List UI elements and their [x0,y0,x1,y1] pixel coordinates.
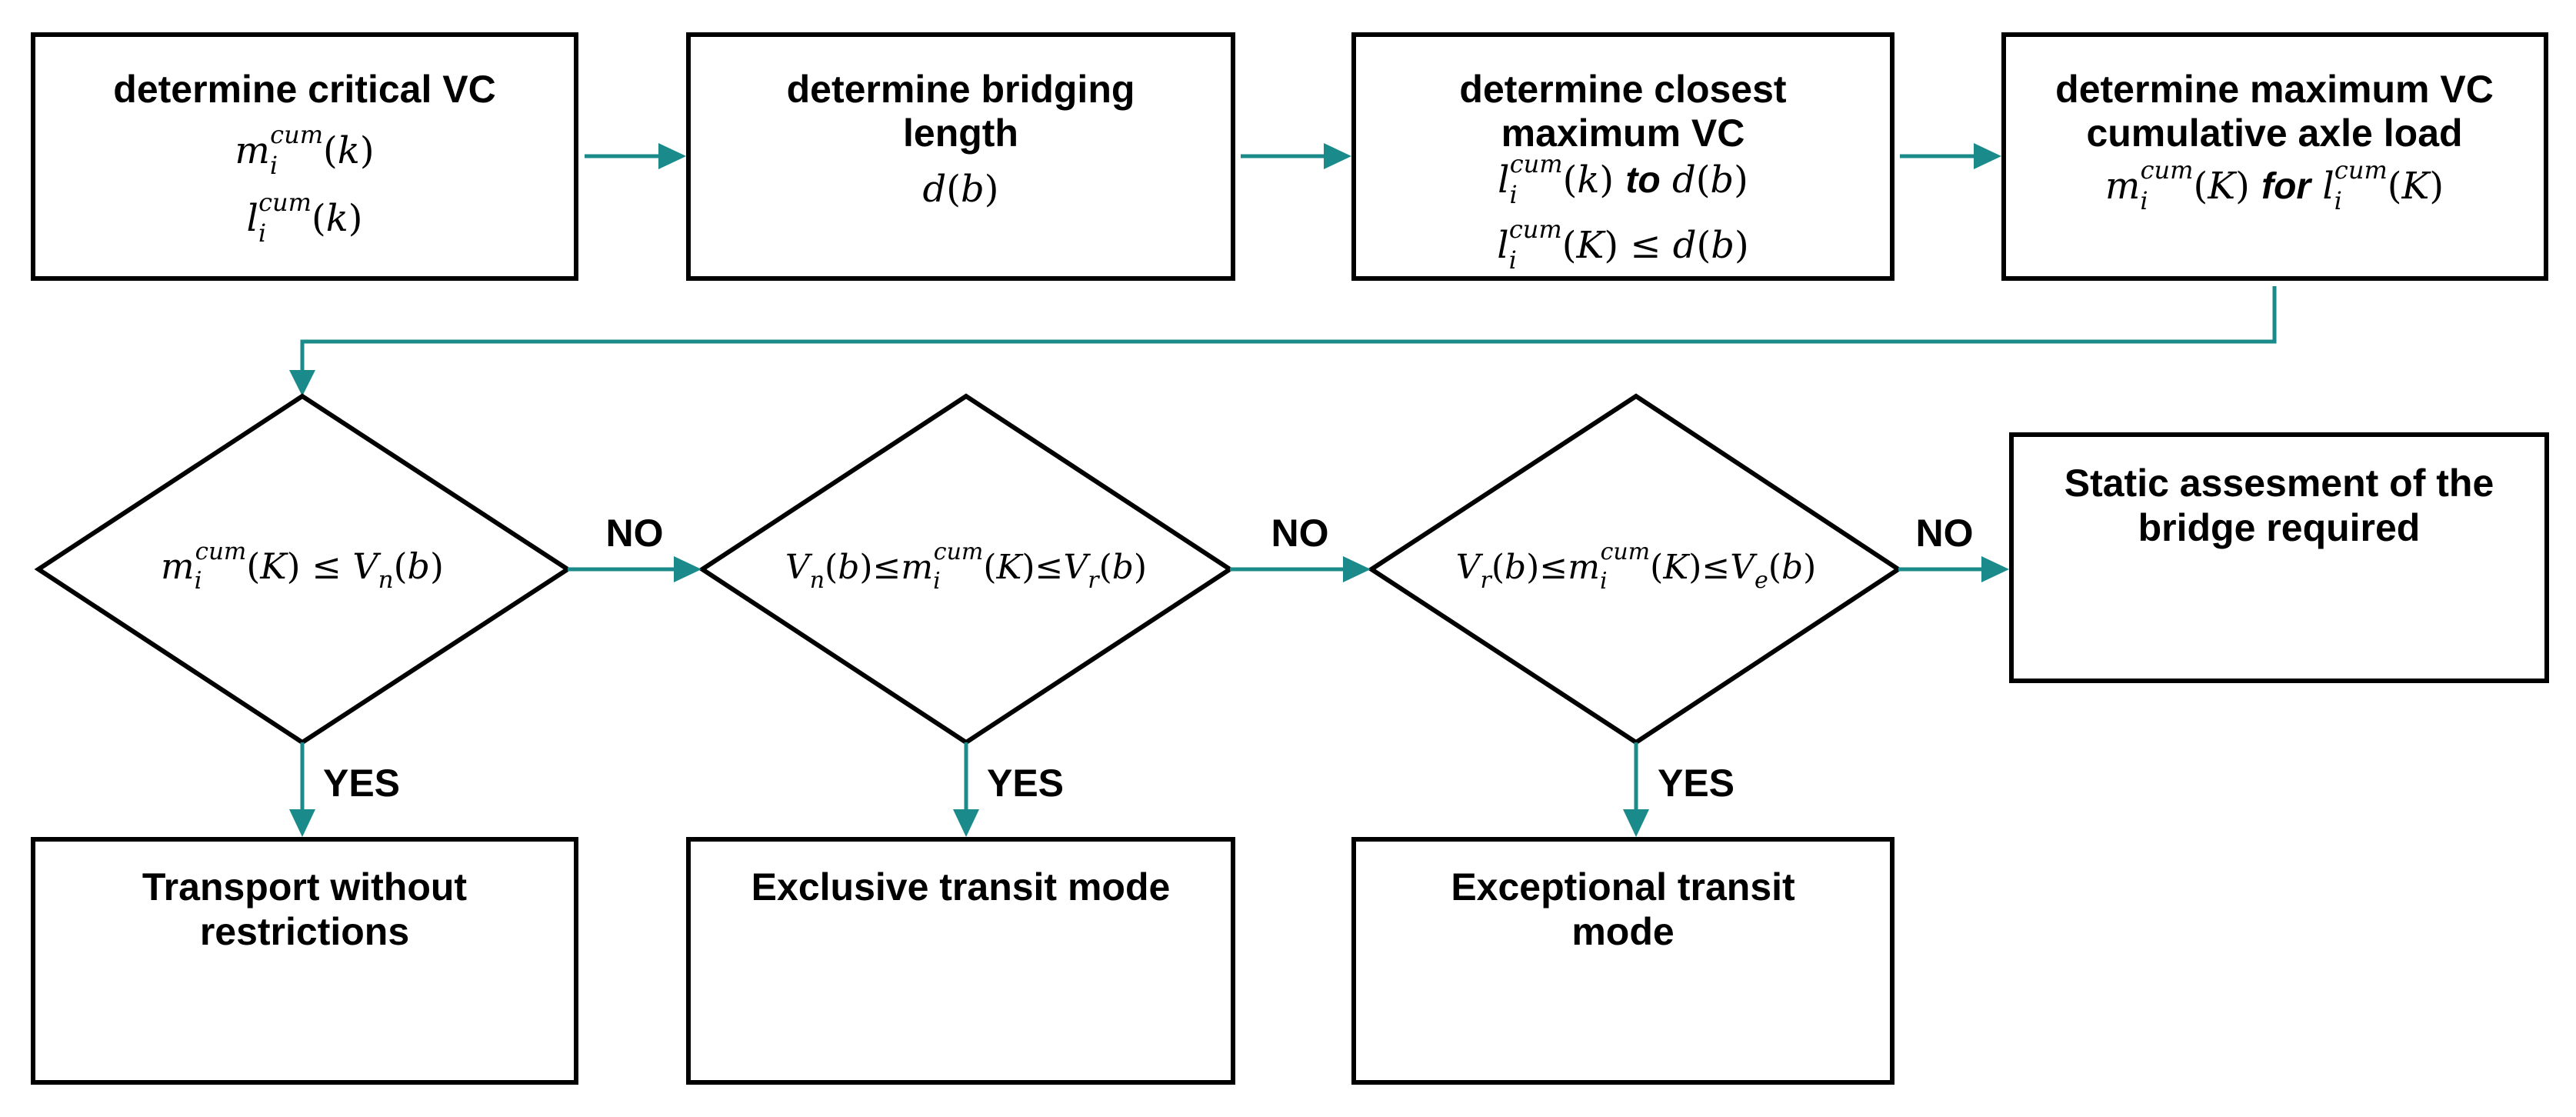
arrow-step2-to-step3 [1241,143,1351,169]
arrow-no-1 [568,556,701,582]
step-box-critical-vc [31,32,578,281]
step-box-max-cumulative-load [2001,32,2548,281]
outcome-3-line1: Exceptional transit [1451,865,1795,909]
connector-step4-to-decision1 [289,286,2277,396]
decision-diamond-2 [698,393,1235,745]
step-box-closest-max-vc [1351,32,1895,281]
yes-label-3: YES [1658,762,1735,805]
outcome-4-line1: Static assesment of the [2064,462,2494,505]
arrow-yes-2 [953,742,979,837]
no-label-2: NO [1271,512,1329,555]
arrow-yes-1 [289,742,315,837]
outcome-2-line1: Exclusive transit mode [751,865,1171,909]
step-4-title-line1: determine maximum VC [2055,68,2494,111]
step-2-title-line1: determine bridging [787,68,1135,111]
arrow-no-3 [1898,556,2009,582]
outcome-1-line2: restrictions [200,910,409,953]
arrow-step1-to-step2 [585,143,686,169]
outcome-box-static-assessment [2009,432,2549,683]
step-3-title-line1: determine closest [1459,68,1787,111]
no-label-3: NO [1916,512,1974,555]
no-label-1: NO [606,512,664,555]
arrow-yes-3 [1623,742,1649,837]
step-3-to-word: to [1625,160,1660,201]
outcome-3-line2: mode [1571,910,1674,953]
step-1-title: determine critical VC [113,68,495,111]
yes-label-1: YES [323,762,400,805]
step-3-title-line2: maximum VC [1501,112,1745,155]
step-box-bridging-length [686,32,1235,281]
outcome-box-exclusive-transit [686,837,1235,1085]
step-4-title-line2: cumulative axle load [2086,112,2462,155]
step-2-title-line2: length [903,112,1018,155]
outcome-box-exceptional-transit [1351,837,1895,1085]
arrow-step3-to-step4 [1900,143,2001,169]
step-2-formula: d(b) [923,168,999,211]
outcome-1-line1: Transport without [142,865,468,909]
decision-diamond-3 [1367,393,1903,745]
outcome-4-line2: bridge required [2138,506,2421,549]
outcome-box-no-restrictions [31,837,578,1085]
arrow-no-2 [1230,556,1371,582]
yes-label-2: YES [987,762,1064,805]
decision-2-condition: Vn(b)≤micum(K)≤Vr(b) [785,538,1147,595]
step-4-for-word: for [2261,166,2312,207]
